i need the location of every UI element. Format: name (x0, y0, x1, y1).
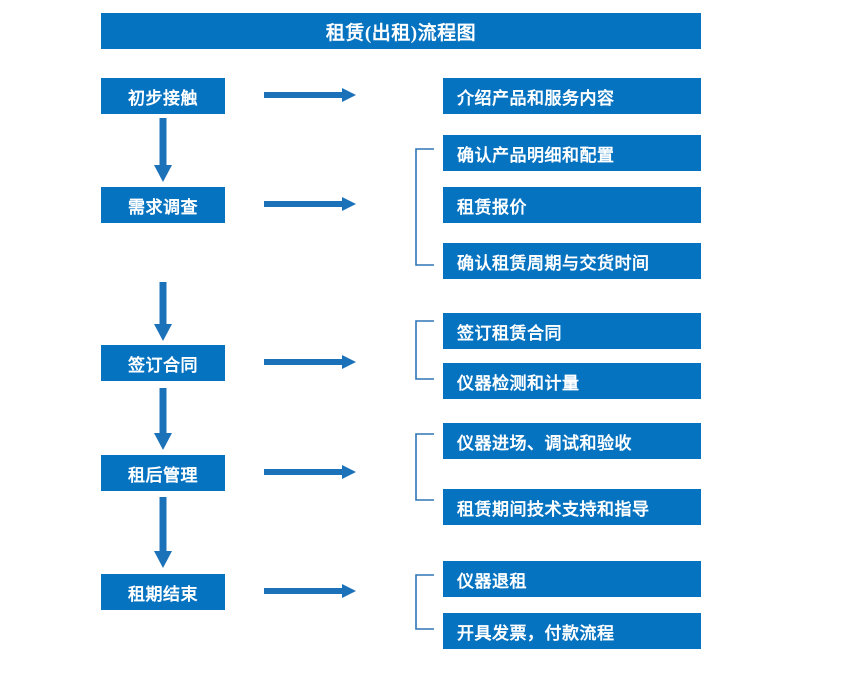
detail-box-3[interactable]: 租赁报价 (443, 187, 701, 223)
stage-box-2[interactable]: 需求调查 (101, 187, 225, 223)
horizontal-arrow-2 (258, 193, 358, 217)
detail-box-10[interactable]: 开具发票，付款流程 (443, 613, 701, 649)
stage-box-5[interactable]: 租期结束 (101, 574, 225, 610)
horizontal-arrow-1 (258, 84, 358, 108)
stage-box-3[interactable]: 签订合同 (101, 345, 225, 381)
vertical-arrow-4-5 (101, 497, 225, 571)
group-bracket-3 (414, 320, 436, 380)
detail-box-1[interactable]: 介绍产品和服务内容 (443, 78, 701, 114)
detail-box-4[interactable]: 确认租赁周期与交货时间 (443, 243, 701, 279)
detail-box-7[interactable]: 仪器进场、调试和验收 (443, 423, 701, 459)
stage-box-4[interactable]: 租后管理 (101, 455, 225, 491)
horizontal-arrow-5 (258, 580, 358, 604)
detail-box-6[interactable]: 仪器检测和计量 (443, 363, 701, 399)
diagram-title: 租赁(出租)流程图 (101, 13, 701, 49)
detail-box-8[interactable]: 租赁期间技术支持和指导 (443, 489, 701, 525)
stage-box-1[interactable]: 初步接触 (101, 78, 225, 114)
group-bracket-4 (414, 433, 436, 501)
detail-box-5[interactable]: 签订租赁合同 (443, 313, 701, 349)
group-bracket-2 (414, 148, 436, 266)
group-bracket-5 (414, 574, 436, 630)
horizontal-arrow-4 (258, 461, 358, 485)
detail-box-2[interactable]: 确认产品明细和配置 (443, 135, 701, 171)
vertical-arrow-1-2 (101, 118, 225, 184)
vertical-arrow-2-3 (101, 282, 225, 342)
horizontal-arrow-3 (258, 351, 358, 375)
detail-box-9[interactable]: 仪器退租 (443, 561, 701, 597)
vertical-arrow-3-4 (101, 388, 225, 452)
